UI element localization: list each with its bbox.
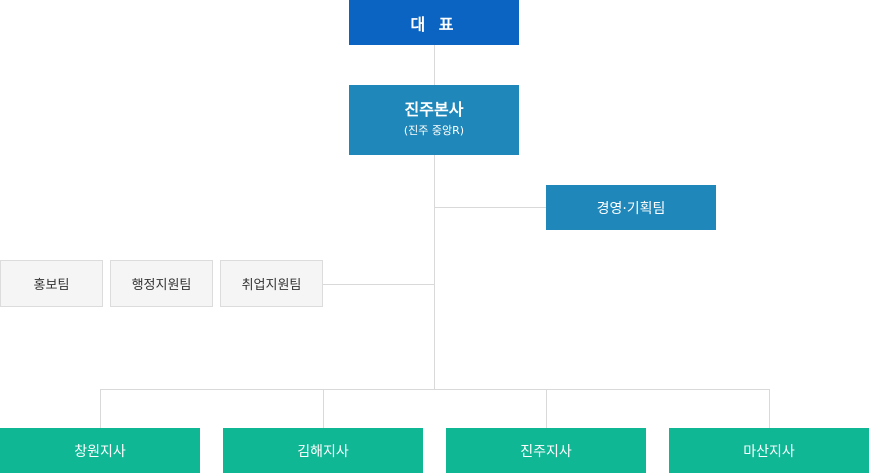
branch-node-changwon: 창원지사 (0, 428, 200, 473)
branch-label: 마산지사 (743, 443, 795, 460)
team-node-employment: 취업지원팀 (220, 260, 323, 307)
planning-team-node: 경영·기획팀 (546, 185, 716, 230)
branch-label: 김해지사 (297, 443, 349, 460)
headquarters-node: 진주본사 (진주 중앙R) (349, 85, 519, 155)
connector-branch-1 (100, 389, 101, 428)
team-label: 행정지원팀 (131, 278, 192, 293)
branch-node-gimhae: 김해지사 (223, 428, 423, 473)
headquarters-location: (진주 중앙R) (403, 124, 465, 137)
headquarters-name: 진주본사 (404, 100, 464, 119)
connector-hq-trunk (434, 155, 435, 389)
connector-branch-bus (100, 389, 770, 390)
connector-branch-4 (769, 389, 770, 428)
connector-teams (323, 284, 435, 285)
team-node-pr: 홍보팀 (0, 260, 103, 307)
connector-branch-3 (546, 389, 547, 428)
branch-node-jinju: 진주지사 (446, 428, 646, 473)
connector-ceo-hq (434, 45, 435, 85)
branch-label: 진주지사 (520, 443, 572, 460)
team-label: 홍보팀 (33, 278, 70, 293)
ceo-label: 대 표 (410, 14, 458, 34)
connector-branch-2 (323, 389, 324, 428)
team-node-admin: 행정지원팀 (110, 260, 213, 307)
connector-planning (434, 207, 546, 208)
branch-node-masan: 마산지사 (669, 428, 869, 473)
branch-label: 창원지사 (74, 443, 126, 460)
planning-team-label: 경영·기획팀 (596, 200, 666, 217)
team-label: 취업지원팀 (241, 278, 302, 293)
ceo-node: 대 표 (349, 0, 519, 45)
